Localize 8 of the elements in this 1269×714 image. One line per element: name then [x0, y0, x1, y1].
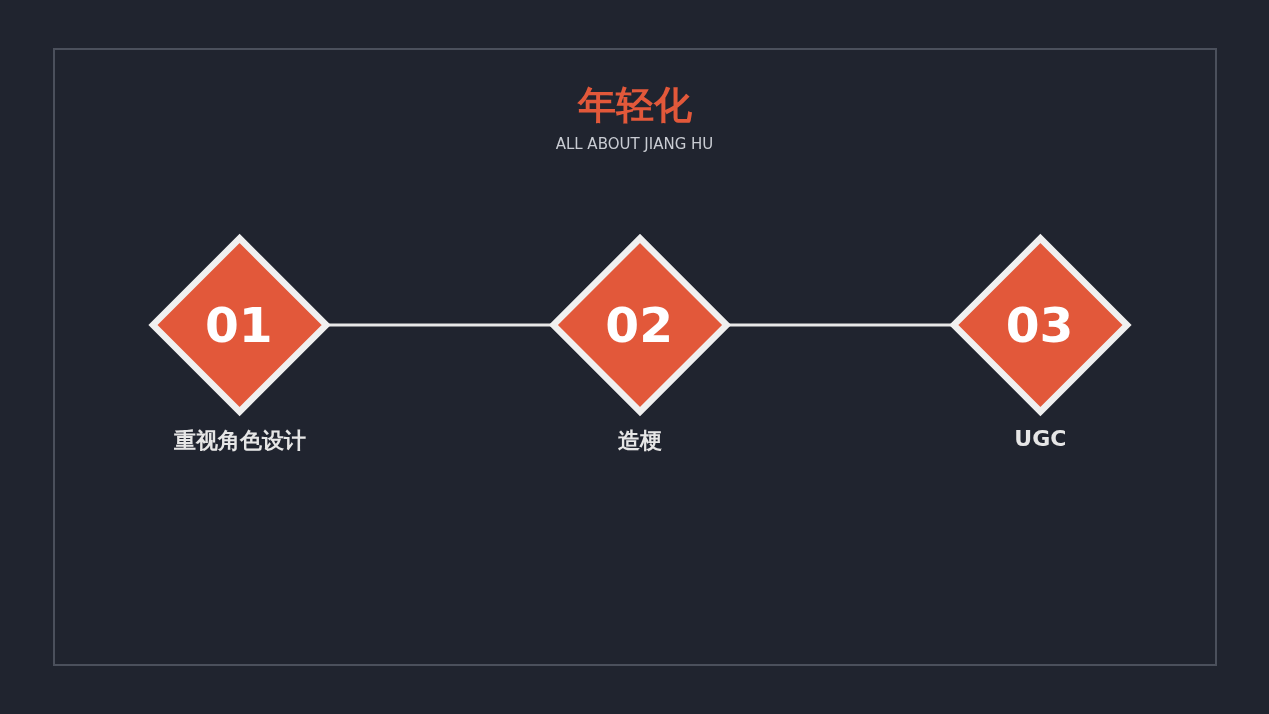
diamond-node: 01 [148, 233, 331, 417]
diamond-node: 03 [949, 233, 1132, 417]
diamond-node: 02 [548, 233, 732, 417]
step-caption: UGC [1014, 425, 1067, 451]
title: 年轻化 [577, 83, 692, 127]
step-caption: 造梗 [618, 426, 662, 455]
step-caption: 重视角色设计 [173, 426, 306, 455]
subtitle: ALL ABOUT JIANG HU [555, 135, 714, 153]
